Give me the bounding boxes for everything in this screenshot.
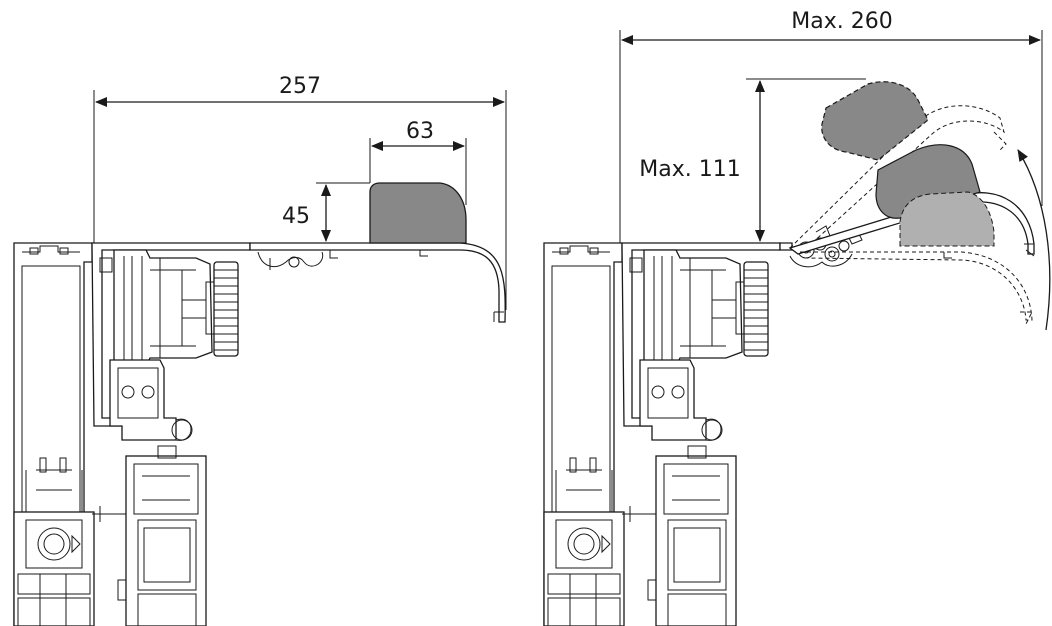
drive-housing	[369, 182, 467, 244]
dimension-label-257: 257	[279, 74, 321, 99]
housing-lowered	[899, 191, 995, 247]
rotation-arrow	[1017, 149, 1051, 331]
raised-cover-max	[789, 81, 1007, 255]
dimension-label-63: 63	[406, 119, 434, 144]
dimension-housing-width: 63	[369, 119, 467, 205]
dimension-left-width: 257	[93, 74, 507, 310]
left-assembly	[13, 182, 506, 626]
dimension-label-45: 45	[282, 204, 310, 229]
raised-cover-low	[800, 191, 1033, 325]
housing-raised-max	[821, 81, 929, 161]
dimension-label-max-260: Max. 260	[791, 9, 892, 34]
dimension-right-height: Max. 111	[639, 78, 866, 242]
dimension-right-width: Max. 260	[619, 9, 1043, 243]
right-assembly	[543, 81, 1051, 626]
dimension-housing-height: 45	[282, 182, 370, 242]
cover-profile	[249, 242, 506, 323]
dimension-label-max-111: Max. 111	[639, 157, 740, 182]
